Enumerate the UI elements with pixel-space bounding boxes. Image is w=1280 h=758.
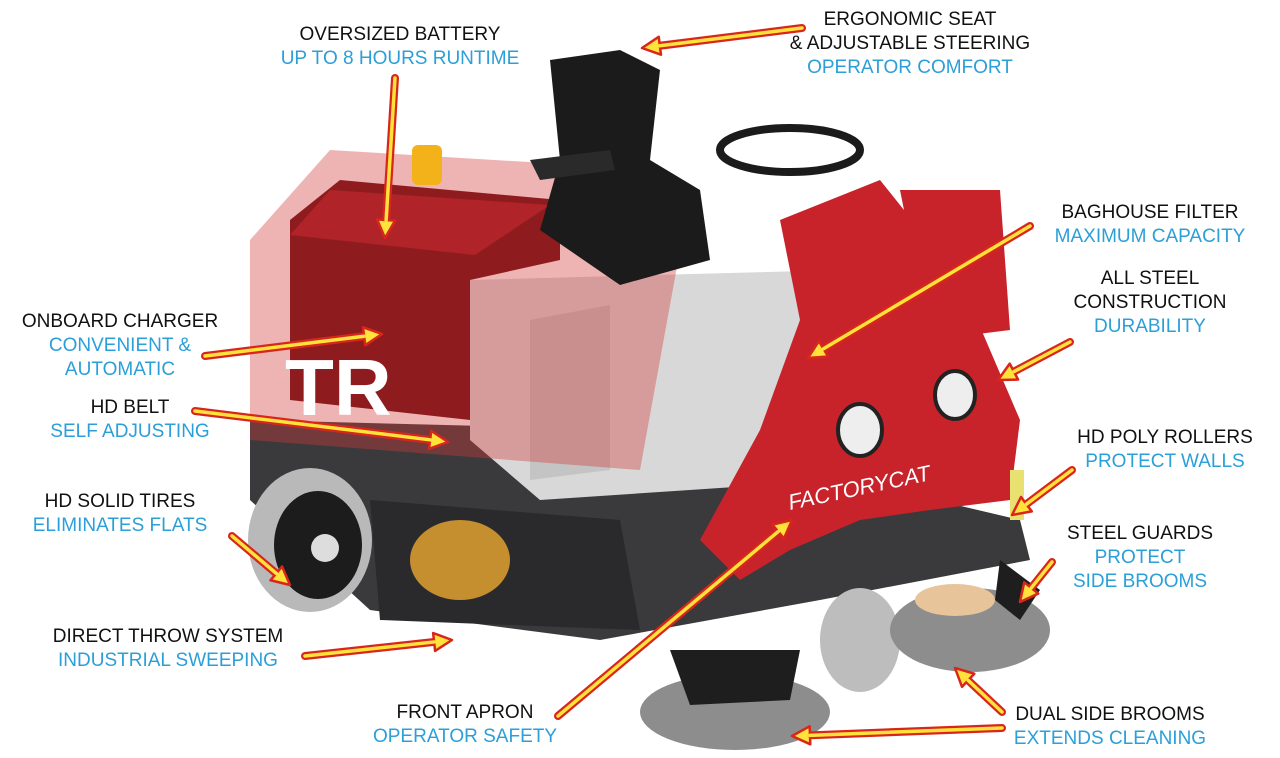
callout-subtitle: DURABILITY bbox=[1094, 316, 1206, 337]
headlight-right bbox=[933, 369, 977, 421]
arrow-icon bbox=[554, 518, 794, 720]
callout-subtitle: PROTECT WALLS bbox=[1085, 451, 1245, 472]
callout-baghouse: BAGHOUSE FILTER MAXIMUM CAPACITY bbox=[1055, 201, 1246, 249]
callout-guards: STEEL GUARDS PROTECT SIDE BROOMS bbox=[1067, 522, 1213, 594]
callout-title: HD POLY ROLLERS bbox=[1077, 427, 1253, 448]
steering-wheel bbox=[716, 124, 864, 176]
callout-subtitle: UP TO 8 HOURS RUNTIME bbox=[280, 48, 520, 69]
callout-subtitle: OPERATOR SAFETY bbox=[372, 726, 558, 747]
arrow-icon bbox=[228, 532, 292, 587]
callout-subtitle: OPERATOR COMFORT bbox=[807, 57, 1013, 78]
arrow-icon bbox=[640, 24, 806, 56]
battery-top bbox=[290, 190, 550, 255]
rear-tire-cap bbox=[311, 534, 339, 562]
callout-rollers: HD POLY ROLLERS PROTECT WALLS bbox=[1077, 426, 1253, 474]
callout-throw: DIRECT THROW SYSTEM INDUSTRIAL SWEEPING bbox=[53, 625, 283, 673]
callout-title: FRONT APRON bbox=[396, 702, 534, 723]
callout-subtitle: SELF ADJUSTING bbox=[50, 421, 210, 442]
callout-title: BAGHOUSE FILTER bbox=[1061, 202, 1239, 223]
callout-title: ONBOARD CHARGER bbox=[21, 311, 219, 332]
callout-subtitle: MAXIMUM CAPACITY bbox=[1054, 226, 1246, 247]
arrow-icon bbox=[375, 74, 399, 240]
arrow-icon bbox=[953, 666, 1006, 716]
callout-subtitle: ELIMINATES FLATS bbox=[32, 515, 208, 536]
callout-apron: FRONT APRON OPERATOR SAFETY bbox=[373, 701, 557, 749]
arrow-icon bbox=[996, 338, 1074, 382]
callout-title: DUAL SIDE BROOMS bbox=[1015, 704, 1205, 725]
steel-guard-right bbox=[995, 560, 1040, 620]
callout-tires: HD SOLID TIRES ELIMINATES FLATS bbox=[33, 490, 208, 538]
seat-armrest bbox=[530, 150, 615, 180]
brand-mark: TR bbox=[285, 343, 392, 432]
callout-arrows bbox=[191, 24, 1076, 746]
callout-title: DIRECT THROW SYSTEM bbox=[52, 626, 284, 647]
callout-title: HD BELT bbox=[90, 397, 170, 418]
callout-title: CONSTRUCTION bbox=[1073, 292, 1227, 313]
main-broom bbox=[410, 520, 510, 600]
arrow-icon bbox=[191, 407, 450, 450]
callout-title: ALL STEEL bbox=[1100, 268, 1200, 289]
callout-battery: OVERSIZED BATTERY UP TO 8 HOURS RUNTIME bbox=[281, 23, 520, 71]
warning-beacon bbox=[412, 145, 442, 185]
callout-subtitle: CONVENIENT & bbox=[48, 335, 192, 356]
callout-subtitle: SIDE BROOMS bbox=[1072, 571, 1208, 592]
callout-subtitle: AUTOMATIC bbox=[64, 359, 176, 380]
steel-guard-left bbox=[670, 650, 800, 705]
arrow-icon bbox=[301, 631, 454, 660]
arrow-icon bbox=[1010, 466, 1076, 517]
arrow-icon bbox=[201, 326, 384, 360]
filter-fins bbox=[530, 305, 610, 480]
callout-steel: ALL STEEL CONSTRUCTION DURABILITY bbox=[1073, 267, 1226, 339]
callout-belt: HD BELT SELF ADJUSTING bbox=[50, 396, 209, 444]
headlight-left bbox=[836, 402, 884, 458]
arrow-icon bbox=[806, 222, 1034, 360]
callout-title: HD SOLID TIRES bbox=[44, 491, 196, 512]
callout-title: ERGONOMIC SEAT bbox=[823, 9, 997, 30]
callout-charger: ONBOARD CHARGER CONVENIENT & AUTOMATIC bbox=[22, 310, 218, 382]
callout-subtitle: INDUSTRIAL SWEEPING bbox=[58, 650, 278, 671]
callout-seat: ERGONOMIC SEAT & ADJUSTABLE STEERING OPERA… bbox=[790, 8, 1030, 80]
arrow-icon bbox=[1018, 558, 1056, 604]
operator-seat bbox=[540, 50, 710, 285]
callout-title: STEEL GUARDS bbox=[1066, 523, 1214, 544]
callout-subtitle: EXTENDS CLEANING bbox=[1013, 728, 1207, 749]
arrow-icon bbox=[790, 724, 1006, 746]
side-broom-disk bbox=[915, 584, 995, 616]
callout-subtitle: PROTECT bbox=[1094, 547, 1186, 568]
callout-title: & ADJUSTABLE STEERING bbox=[789, 33, 1031, 54]
callout-title: OVERSIZED BATTERY bbox=[299, 24, 501, 45]
callout-brooms: DUAL SIDE BROOMS EXTENDS CLEANING bbox=[1014, 703, 1206, 751]
front-wheel bbox=[820, 588, 900, 692]
